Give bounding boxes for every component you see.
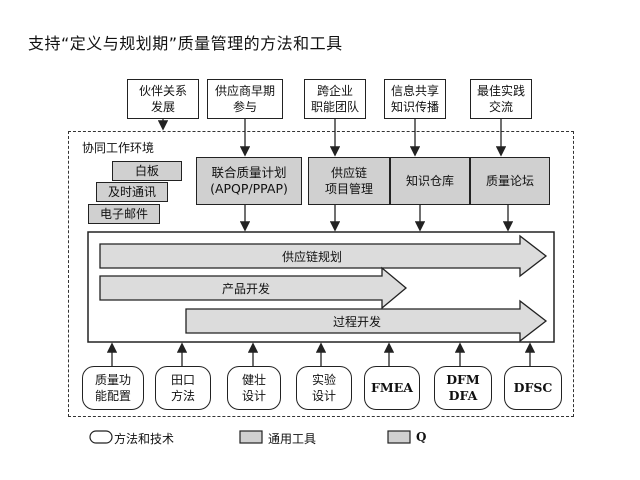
method-dfm-dfa: DFM DFA: [434, 366, 492, 410]
input-supplier-early: 供应商早期 参与: [207, 79, 283, 119]
legend-tools-label: 通用工具: [268, 432, 317, 446]
legend-methods-label: 方法和技术: [114, 432, 175, 446]
collaboration-frame: [68, 131, 574, 417]
method-taguchi: 田口 方法: [155, 366, 211, 410]
method-robust-design: 健壮 设计: [227, 366, 281, 410]
module-quality-forum: 质量论坛: [470, 157, 550, 205]
process-label-process-dev: 过程开发: [333, 315, 382, 329]
arrow-supply-chain-planning: [99, 234, 548, 278]
process-label-product-dev: 产品开发: [222, 282, 271, 296]
method-qfd: 质量功 能配置: [82, 366, 144, 410]
module-apqp: 联合质量计划 (APQP/PPAP): [196, 157, 302, 205]
page-title: 支持“定义与规划期”质量管理的方法和工具: [28, 34, 343, 53]
method-doe: 实验 设计: [296, 366, 352, 410]
module-supply-chain-pm: 供应链 项目管理: [308, 157, 390, 205]
process-label-supply-chain: 供应链规划: [282, 250, 343, 264]
input-partnership: 伙伴关系 发展: [127, 79, 199, 119]
module-knowledge-repo: 知识仓库: [390, 157, 470, 205]
input-best-practice: 最佳实践 交流: [470, 79, 532, 119]
legend-third-label: Q: [416, 430, 427, 444]
arrow-product-development: [99, 266, 408, 310]
input-info-sharing: 信息共享 知识传播: [384, 79, 446, 119]
tool-whiteboard: 白板: [112, 161, 182, 181]
method-dfsc: DFSC: [504, 366, 562, 410]
work-env-label: 协同工作环境: [82, 141, 155, 155]
tool-email: 电子邮件: [88, 204, 160, 224]
method-fmea: FMEA: [364, 366, 420, 410]
input-cross-team: 跨企业 职能团队: [304, 79, 366, 119]
arrow-process-development: [185, 299, 548, 343]
tool-instant-message: 及时通讯: [96, 182, 168, 202]
